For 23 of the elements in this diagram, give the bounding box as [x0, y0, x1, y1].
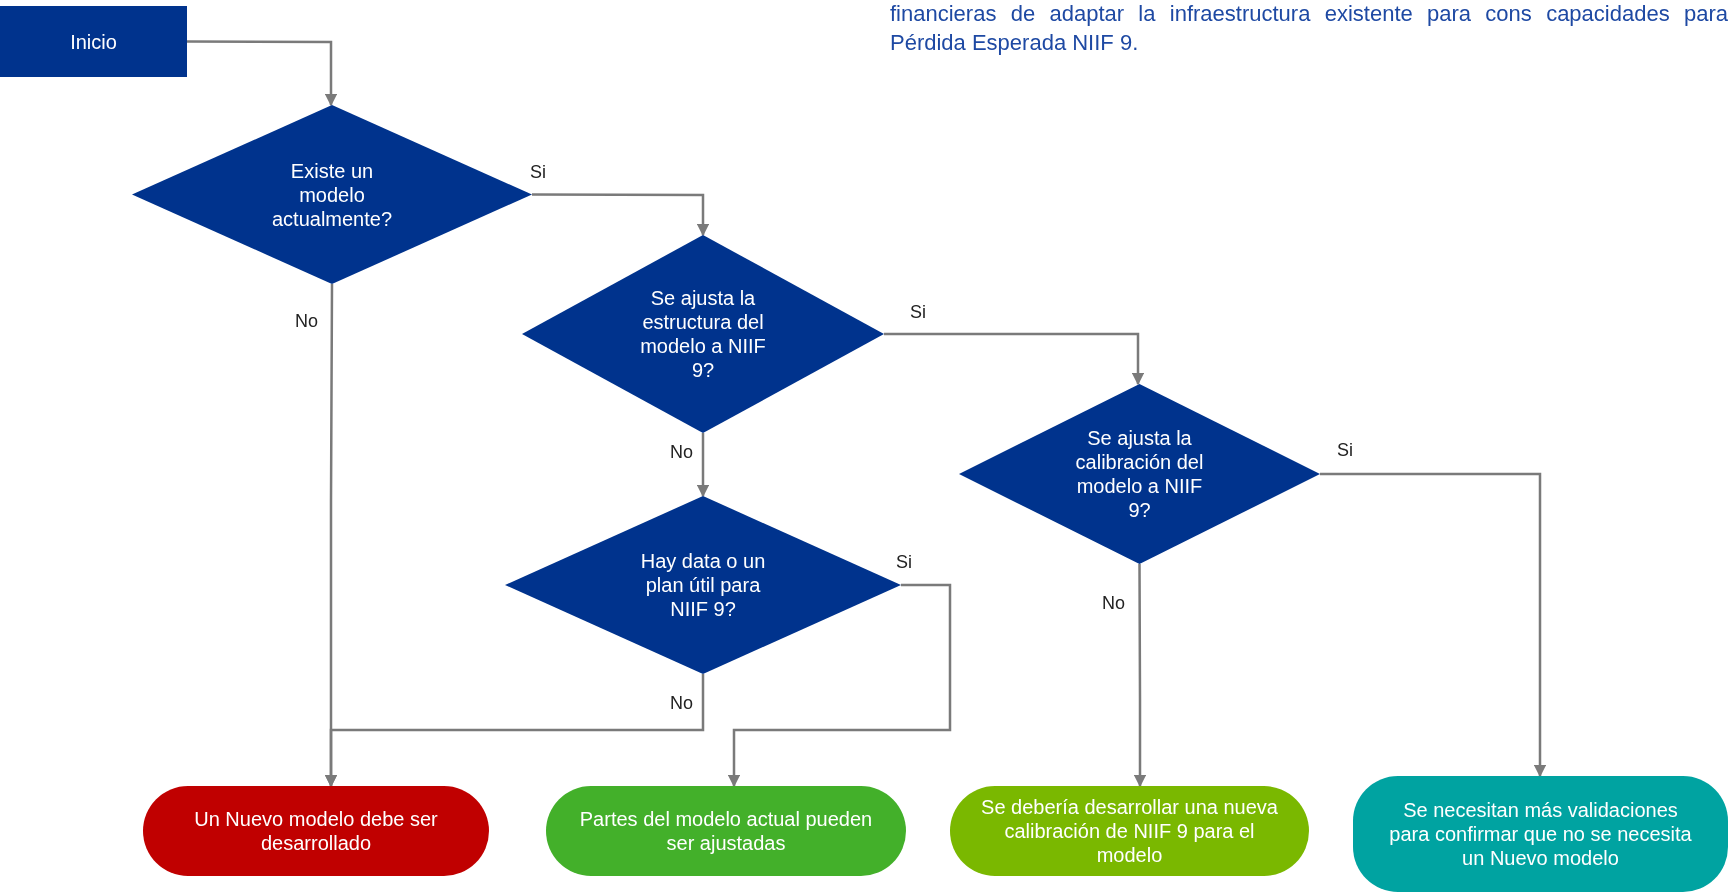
arrow	[727, 583, 952, 788]
arrow	[884, 332, 1145, 386]
arrow	[324, 674, 705, 788]
node-text: Un Nuevo modelo debe ser desarrollado	[193, 807, 439, 855]
decision-diamond	[132, 105, 532, 284]
arrow	[1133, 564, 1147, 788]
arrow	[1320, 472, 1547, 778]
node-text: Se necesitan más validaciones para confirmar que no se necesita un Nuevo modelo	[1388, 798, 1693, 870]
node-text: Partes del modelo actual pueden ser ajustadas	[578, 807, 874, 855]
node-text: Se ajusta la calibración del modelo a NIIF 9?	[1074, 426, 1205, 522]
arrow	[532, 193, 710, 237]
start-box	[0, 6, 187, 77]
arrow	[187, 40, 338, 107]
decision-diamond	[959, 384, 1320, 564]
node-text: Existe un modelo actualmente?	[270, 158, 394, 231]
arrow	[696, 433, 710, 498]
terminal-box	[1353, 776, 1728, 892]
decision-diamond	[522, 235, 884, 433]
node-text: Inicio	[70, 29, 117, 54]
node-text: Se debería desarrollar una nueva calibración de NIIF 9 para el modelo	[980, 795, 1279, 867]
node-text: Hay data o un plan útil para NIIF 9?	[639, 549, 767, 621]
description-text: financieras de adaptar la infraestructura existente para cons capacidades para Pérdida Esperada NIIF 9.	[890, 0, 1728, 57]
node-text: Se ajusta la estructura del modelo a NIIF 9?	[639, 286, 767, 382]
